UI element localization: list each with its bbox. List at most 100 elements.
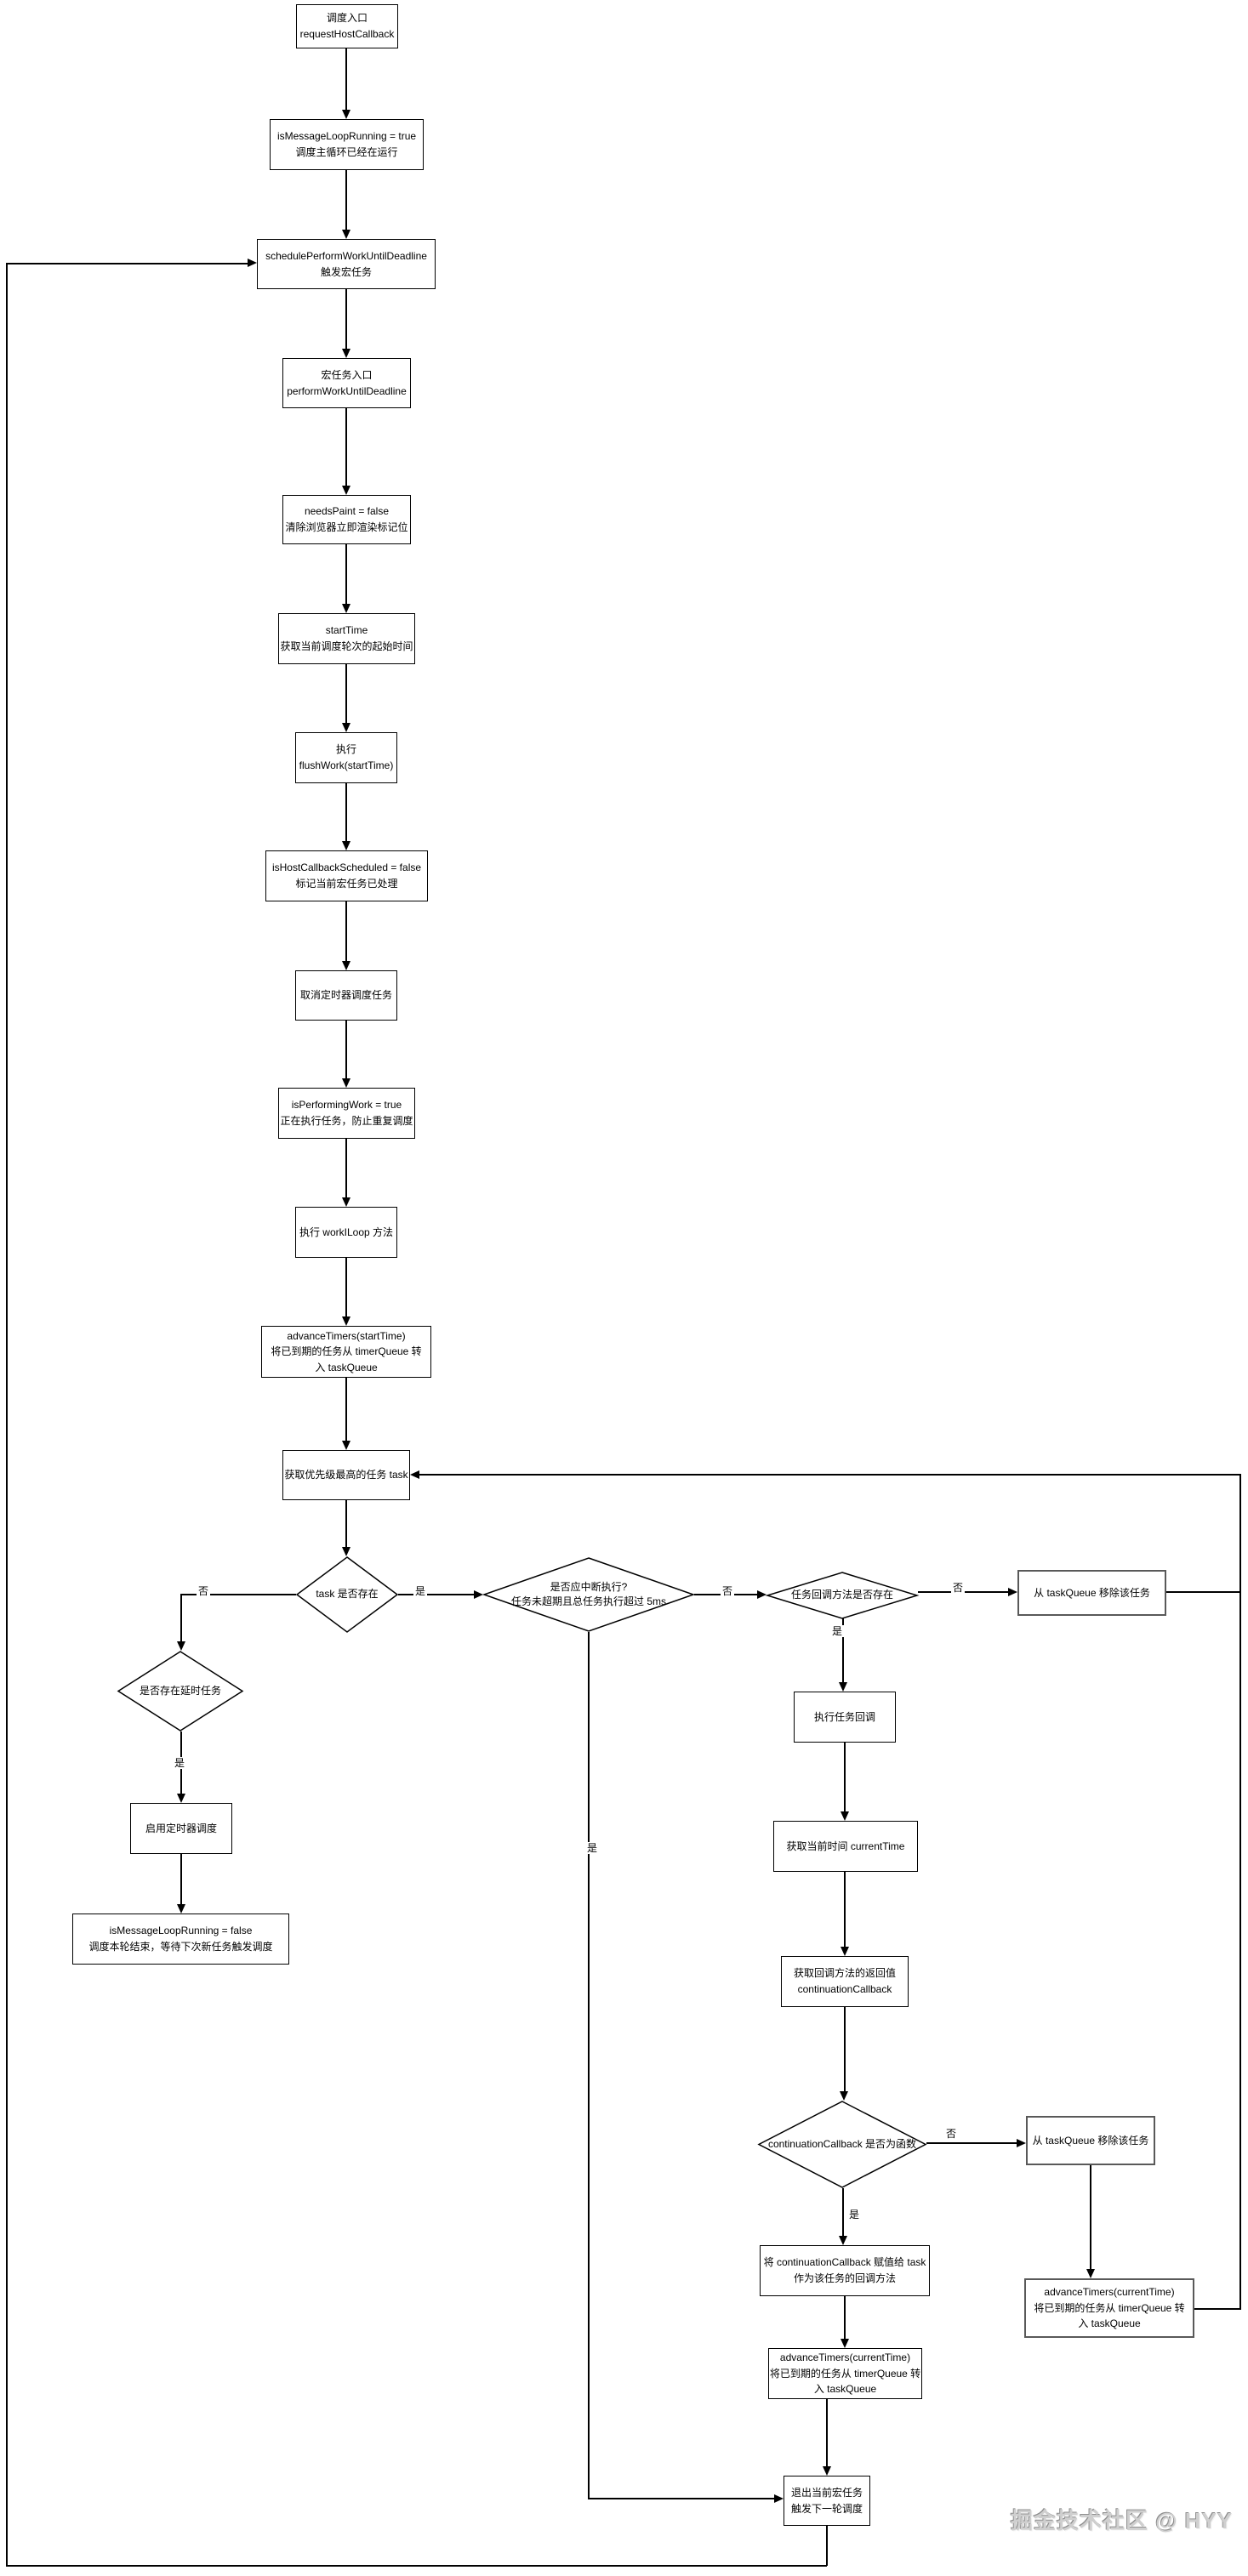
node-get-current-time: 获取当前时间 currentTime <box>773 1821 918 1872</box>
node-label: isMessageLoopRunning = false 调度本轮结束，等待下次… <box>88 1925 273 1953</box>
node-label: 取消定时器调度任务 <box>299 989 392 1002</box>
node-get-continuation-callback: 获取回调方法的返回值 continuationCallback <box>781 1956 909 2007</box>
edge-line <box>419 1474 1241 1476</box>
node-label: 从 taskQueue 移除该任务 <box>1034 1586 1150 1599</box>
arrowhead-down-icon <box>342 1547 350 1556</box>
node-label: 获取优先级最高的任务 task <box>284 1469 408 1481</box>
edge-line <box>844 1872 846 1947</box>
node-message-loop-running-false: isMessageLoopRunning = false 调度本轮结束，等待下次… <box>72 1914 289 1965</box>
node-start-time: startTime 获取当前调度轮次的起始时间 <box>278 613 415 664</box>
node-label: isPerformingWork = true 正在执行任务，防止重复调度 <box>280 1099 413 1127</box>
node-host-callback-scheduled-false: isHostCallbackScheduled = false 标记当前宏任务已… <box>265 850 428 901</box>
node-remove-task-from-taskqueue-bottom: 从 taskQueue 移除该任务 <box>1026 2116 1155 2165</box>
edge-line <box>345 170 347 230</box>
edge-label-no: 否 <box>951 1582 966 1595</box>
edge-line <box>842 1618 844 1682</box>
node-schedule-perform-work-until-deadline: schedulePerformWorkUntilDeadline 触发宏任务 <box>257 239 436 289</box>
edge-line <box>1166 1591 1241 1593</box>
node-label: 是否存在延时任务 <box>139 1684 221 1697</box>
edge-label-no: 否 <box>197 1585 211 1598</box>
edge-line <box>1194 2308 1241 2310</box>
edge-line <box>345 901 347 961</box>
node-label: startTime 获取当前调度轮次的起始时间 <box>280 624 413 652</box>
node-label: advanceTimers(startTime) 将已到期的任务从 timerQ… <box>271 1329 422 1373</box>
node-assign-continuation-to-task: 将 continuationCallback 赋值给 task 作为该任务的回调… <box>760 2245 930 2296</box>
edge-line <box>345 1500 347 1547</box>
node-label: schedulePerformWorkUntilDeadline 触发宏任务 <box>265 249 427 278</box>
node-is-performing-work-true: isPerformingWork = true 正在执行任务，防止重复调度 <box>278 1088 415 1139</box>
node-label: 从 taskQueue 移除该任务 <box>1032 2134 1149 2147</box>
decision-delayed-task-exists: 是否存在延时任务 <box>117 1651 244 1732</box>
arrowhead-right-icon <box>1008 1588 1017 1596</box>
node-label: 宏任务入口 performWorkUntilDeadline <box>287 368 407 397</box>
arrowhead-down-icon <box>342 110 350 119</box>
edge-line <box>345 289 347 349</box>
node-needs-paint-false: needsPaint = false 清除浏览器立即渲染标记位 <box>282 495 411 544</box>
node-flush-work: 执行 flushWork(startTime) <box>295 732 397 783</box>
edge-line <box>6 263 8 2567</box>
edge-line <box>588 2498 774 2499</box>
node-work-loop: 执行 workILoop 方法 <box>295 1207 397 1258</box>
node-label: task 是否存在 <box>316 1588 379 1601</box>
node-label: isMessageLoopRunning = true 调度主循环已经在运行 <box>276 130 417 158</box>
edge-line <box>6 2565 827 2567</box>
arrowhead-down-icon <box>177 1904 185 1914</box>
edge-line <box>345 1378 347 1441</box>
edge-line <box>6 263 248 264</box>
arrowhead-down-icon <box>841 1811 849 1821</box>
edge-line <box>1239 1474 1241 2310</box>
edge-line <box>844 1743 846 1811</box>
edge-label-yes: 是 <box>413 1585 428 1598</box>
edge-line <box>1090 2165 1091 2269</box>
edge-label-yes: 是 <box>847 2209 862 2221</box>
node-label: continuationCallback 是否为函数 <box>767 2137 917 2150</box>
node-label: 获取回调方法的返回值 continuationCallback <box>793 1967 896 1995</box>
edge-label-yes: 是 <box>830 1625 845 1638</box>
node-label: 执行 flushWork(startTime) <box>299 743 394 771</box>
edge-line <box>345 408 347 486</box>
edge-line <box>345 1258 347 1316</box>
arrowhead-right-icon <box>248 259 257 267</box>
node-scheduler-entry: 调度入口 requestHostCallback <box>296 4 398 48</box>
node-label: isHostCallbackScheduled = false 标记当前宏任务已… <box>271 862 422 890</box>
arrowhead-right-icon <box>757 1590 766 1599</box>
arrowhead-right-icon <box>474 1590 483 1599</box>
edge-line <box>826 2526 828 2566</box>
node-label: 是否应中断执行? 任务未超期且总任务执行超过 5ms <box>510 1580 666 1607</box>
edge-line <box>345 544 347 604</box>
edge-line <box>926 2142 1017 2144</box>
node-remove-task-from-taskqueue-top: 从 taskQueue 移除该任务 <box>1017 1570 1166 1616</box>
node-run-task-callback: 执行任务回调 <box>794 1692 896 1743</box>
edge-line <box>345 1139 347 1197</box>
node-label: 执行任务回调 <box>813 1710 875 1723</box>
node-exit-macrotask: 退出当前宏任务 触发下一轮调度 <box>784 2476 870 2526</box>
decision-should-yield: 是否应中断执行? 任务未超期且总任务执行超过 5ms <box>482 1557 696 1632</box>
arrowhead-down-icon <box>342 349 350 358</box>
node-message-loop-running-true: isMessageLoopRunning = true 调度主循环已经在运行 <box>270 119 424 170</box>
edge-line <box>844 2296 846 2339</box>
node-label: 调度入口 requestHostCallback <box>299 12 395 40</box>
node-label: 任务回调方法是否存在 <box>790 1589 893 1601</box>
node-cancel-timer-task: 取消定时器调度任务 <box>295 970 397 1021</box>
node-advance-timers-start-time: advanceTimers(startTime) 将已到期的任务从 timerQ… <box>261 1326 431 1378</box>
node-enable-timer-schedule: 启用定时器调度 <box>130 1803 232 1854</box>
arrowhead-right-icon <box>1017 2139 1026 2147</box>
arrowhead-down-icon <box>841 1947 849 1956</box>
arrowhead-down-icon <box>342 841 350 850</box>
node-label: needsPaint = false 清除浏览器立即渲染标记位 <box>285 505 408 533</box>
node-advance-timers-current-time-right: advanceTimers(currentTime) 将已到期的任务从 time… <box>1024 2278 1194 2338</box>
arrowhead-down-icon <box>841 2339 849 2348</box>
node-label: 启用定时器调度 <box>145 1822 217 1834</box>
arrowhead-left-icon <box>410 1470 419 1479</box>
arrowhead-down-icon <box>823 2466 831 2476</box>
edge-line <box>345 48 347 110</box>
arrowhead-down-icon <box>839 1682 847 1692</box>
edge-line <box>398 1594 474 1595</box>
decision-task-callback-exists: 任务回调方法是否存在 <box>765 1572 920 1619</box>
node-peek-highest-priority-task: 获取优先级最高的任务 task <box>282 1450 410 1500</box>
arrowhead-down-icon <box>342 486 350 495</box>
node-label: 将 continuationCallback 赋值给 task 作为该任务的回调… <box>763 2256 926 2284</box>
arrowhead-down-icon <box>342 961 350 970</box>
arrowhead-down-icon <box>177 1641 185 1651</box>
edge-line <box>180 1854 182 1904</box>
